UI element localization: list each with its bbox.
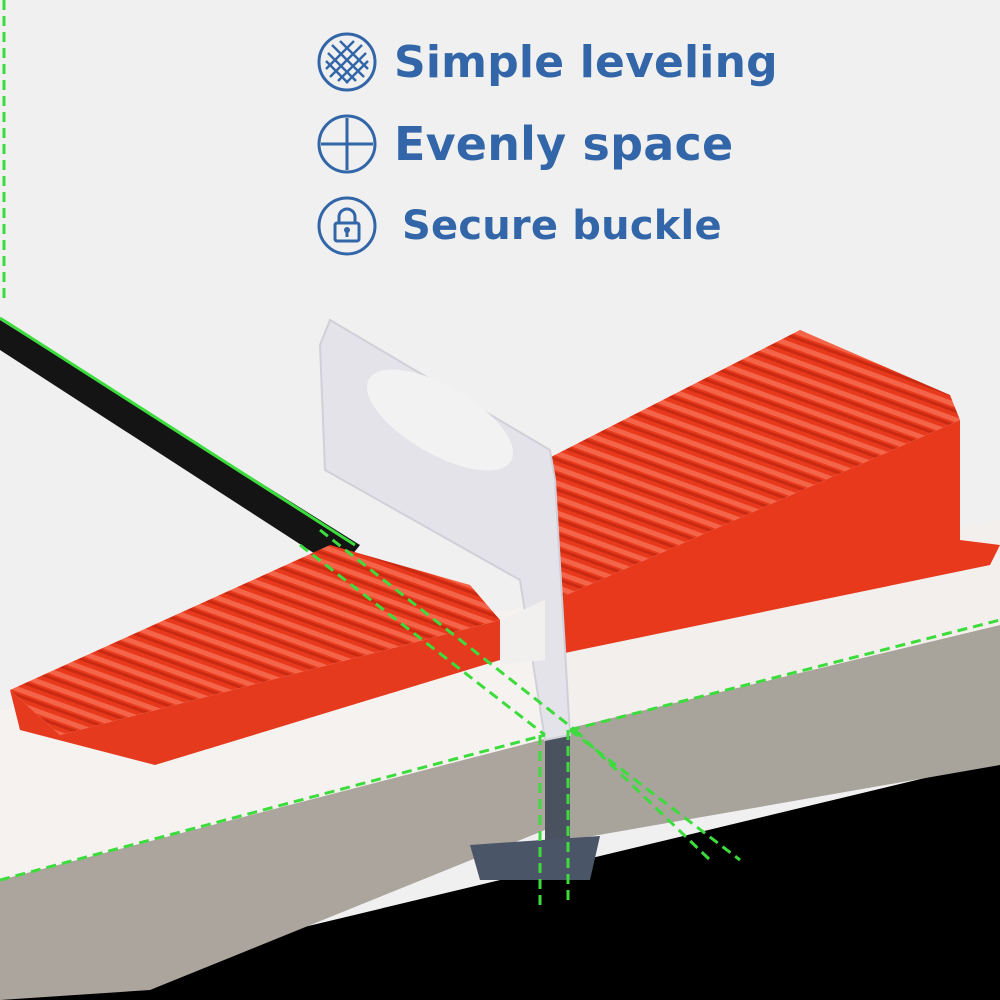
wedge-right-top [545, 330, 960, 600]
wedge-right-side [555, 420, 1000, 655]
mesh-grid-icon [317, 32, 377, 92]
feature-label: Simple leveling [394, 36, 778, 88]
feature-label: Evenly space [394, 117, 734, 171]
feature-list: Simple leveling Evenly space Secure buck… [316, 22, 778, 266]
wedge-left-top [10, 545, 500, 735]
wedge-left-side [10, 620, 500, 765]
crosshair-plus-icon [317, 114, 377, 174]
tile-edge-right [570, 625, 1000, 840]
laser-lines [0, 0, 1000, 905]
feature-secure-buckle: Secure buckle [316, 186, 778, 266]
feature-evenly-space: Evenly space [316, 104, 778, 184]
feature-simple-leveling: Simple leveling [316, 22, 778, 102]
feature-label: Secure buckle [402, 203, 722, 249]
padlock-icon [317, 196, 377, 256]
leveling-clip [318, 318, 572, 742]
tile-edge-left [0, 735, 545, 1000]
